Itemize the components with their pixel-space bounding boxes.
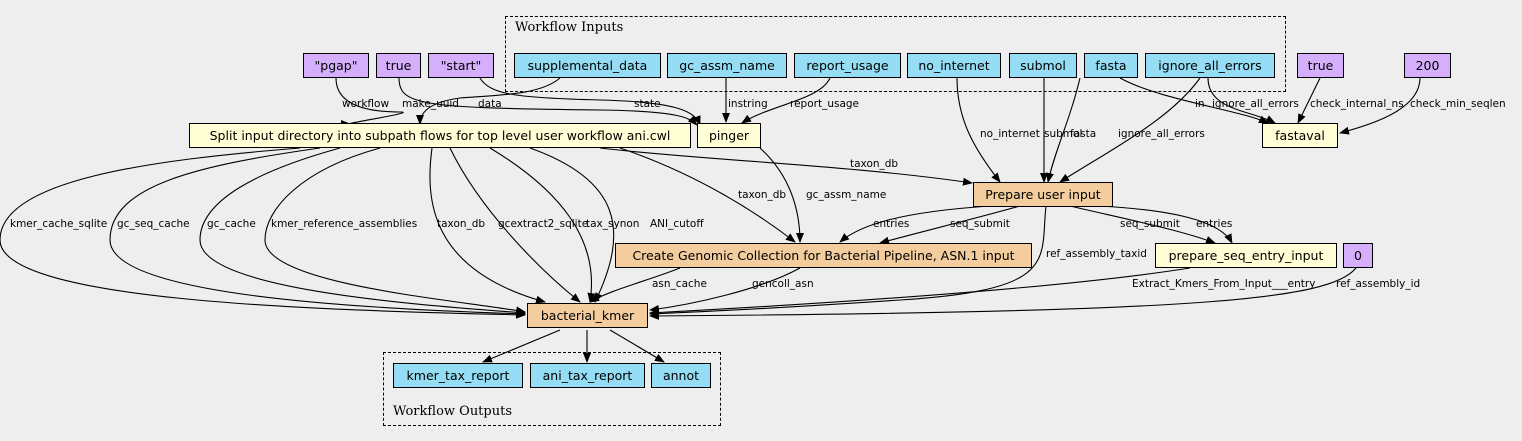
- edge-fasta-fv: [1119, 77, 1269, 124]
- edge-true2-fv: [1297, 77, 1321, 124]
- edge-label-no-internet: no_internet: [980, 128, 1040, 140]
- edge-supp-split: [416, 77, 561, 125]
- edge-label-check-internal-ns: check_internal_ns: [1310, 98, 1404, 110]
- edge-ignore-fv: [1207, 77, 1276, 124]
- edge-200-fv: [1339, 77, 1421, 135]
- edge-label-check-min-seqlen: check_min_seqlen: [1410, 98, 1506, 110]
- edge-bk-annot: [609, 329, 665, 363]
- edge-label-submol: submol: [1044, 128, 1083, 140]
- edge-split-prep-taxondb: [599, 147, 973, 186]
- edge-pgap-split: [335, 77, 404, 128]
- edge-split-bk-gcextract: [449, 147, 581, 303]
- edge-prep-gencoll-seqsubmit: [879, 205, 1021, 245]
- node-kmer-tax-report[interactable]: kmer_tax_report: [393, 363, 523, 388]
- node-start[interactable]: "start": [428, 53, 494, 78]
- node-ignore-all-errors[interactable]: ignore_all_errors: [1145, 53, 1275, 78]
- edge-label-asn-cache: asn_cache: [652, 278, 707, 290]
- node-no-internet[interactable]: no_internet: [907, 53, 1001, 78]
- node-annot[interactable]: annot: [651, 363, 711, 388]
- edge-split-bk-taxsynon: [489, 147, 596, 303]
- node-ani-tax-report[interactable]: ani_tax_report: [530, 363, 645, 388]
- edge-split-bk-ani: [529, 147, 615, 303]
- edge-label-gencoll-asn: gencoll_asn: [752, 278, 814, 290]
- edge-prep-gencoll-entries: [839, 205, 991, 243]
- edge-pinger-gencoll: [759, 147, 804, 243]
- edge-label-tax-synon: tax_synon: [586, 218, 640, 230]
- edge-fasta-prep: [1046, 77, 1081, 183]
- node-create-genomic-collection[interactable]: Create Genomic Collection for Bacterial …: [615, 243, 1032, 268]
- edge-true-pinger: [398, 77, 698, 126]
- edge-label-ignore-all-errors-prep: ignore_all_errors: [1118, 128, 1205, 140]
- edge-label-ref-assembly-id: ref_assembly_id: [1336, 278, 1421, 290]
- node-pgap[interactable]: "pgap": [303, 53, 369, 78]
- edge-prep-ps-seqsubmit: [1069, 205, 1216, 244]
- edge-split-bk-kmerref: [264, 147, 526, 315]
- node-pinger[interactable]: pinger: [697, 123, 761, 148]
- edge-label-state: state: [634, 98, 661, 110]
- node-supplemental-data[interactable]: supplemental_data: [514, 53, 661, 78]
- node-200[interactable]: 200: [1404, 53, 1451, 78]
- edge-ps-bk: [649, 267, 1191, 317]
- edge-label-gc-assm-name: gc_assm_name: [806, 189, 887, 201]
- edge-zero-bk: [649, 267, 1357, 320]
- edge-bk-kmertax: [482, 329, 561, 363]
- edge-label-taxon-db-bk: taxon_db: [437, 218, 486, 230]
- node-zero[interactable]: 0: [1343, 243, 1373, 268]
- edge-label-entries-gc: entries: [873, 218, 910, 230]
- edge-label-ani-cutoff: ANI_cutoff: [650, 218, 704, 230]
- node-gc-assm-name[interactable]: gc_assm_name: [667, 53, 787, 78]
- node-report-usage[interactable]: report_usage: [794, 53, 901, 78]
- edge-label-gc-cache: gc_cache: [207, 218, 256, 230]
- node-prepare-seq-entry-input[interactable]: prepare_seq_entry_input: [1155, 243, 1337, 268]
- workflow-inputs-label: Workflow Inputs: [515, 20, 624, 35]
- edge-label-workflow: workflow: [342, 98, 390, 110]
- node-submol[interactable]: submol: [1009, 53, 1077, 78]
- edge-label-instring: instring: [728, 98, 768, 110]
- edge-split-gencoll-taxondb: [619, 147, 796, 243]
- workflow-outputs-label: Workflow Outputs: [393, 404, 512, 419]
- edge-label-taxon-db-gc: taxon_db: [738, 189, 787, 201]
- node-fasta[interactable]: fasta: [1084, 53, 1138, 78]
- edge-label-gcextract2-sqlite: gcextract2_sqlite: [498, 218, 589, 230]
- edge-label-gc-seq-cache: gc_seq_cache: [117, 218, 190, 230]
- edge-label-seq-submit-gc: seq_submit: [950, 218, 1010, 230]
- edge-start-pinger: [479, 77, 701, 126]
- edge-nointernet-prep: [956, 77, 1001, 183]
- edge-label-make-uuid: make_uuid: [402, 98, 459, 110]
- edge-label-taxon-db-prep: taxon_db: [850, 158, 899, 170]
- node-split-input[interactable]: Split input directory into subpath flows…: [189, 123, 691, 148]
- edge-label-kmer-cache-sqlite: kmer_cache_sqlite: [10, 218, 108, 230]
- edge-label-entries-ps: entries: [1196, 218, 1233, 230]
- edge-split-bk-kmer: [0, 147, 526, 319]
- node-fastaval[interactable]: fastaval: [1262, 123, 1338, 148]
- edge-ignore-prep: [1059, 77, 1201, 183]
- edge-prep-bk-taxid: [649, 205, 1047, 318]
- edge-split-bk-gcseq: [109, 147, 526, 318]
- node-prepare-user-input[interactable]: Prepare user input: [973, 182, 1113, 207]
- edge-split-bk-taxondb: [429, 147, 546, 304]
- edge-label-ignore-all-errors-fv: ignore_all_errors: [1212, 98, 1299, 110]
- node-bacterial-kmer[interactable]: bacterial_kmer: [527, 303, 648, 328]
- node-true-check-internal[interactable]: true: [1297, 53, 1344, 78]
- workflow-outputs-cluster: [383, 352, 721, 426]
- edge-label-in: in: [1195, 98, 1205, 110]
- edge-prep-ps-entries: [1099, 205, 1233, 244]
- edge-gencoll-bk-gencollasn: [649, 267, 801, 313]
- edge-report-pinger: [741, 77, 831, 124]
- edge-label-kmer-reference-assemblies: kmer_reference_assemblies: [271, 218, 418, 230]
- node-true-make-uuid[interactable]: true: [376, 53, 421, 78]
- edge-label-data: data: [478, 98, 502, 110]
- edge-label-ref-assembly-taxid: ref_assembly_taxid: [1046, 248, 1147, 260]
- workflow-inputs-cluster: [505, 16, 1286, 92]
- edge-label-fasta: fasta: [1070, 128, 1097, 140]
- edge-label-seq-submit-ps: seq_submit: [1120, 218, 1180, 230]
- edge-split-bk-gccache: [199, 147, 526, 317]
- edge-label-extract-kmers: Extract_Kmers_From_Input___entry: [1132, 278, 1316, 290]
- edge-label-report-usage: report_usage: [790, 98, 860, 110]
